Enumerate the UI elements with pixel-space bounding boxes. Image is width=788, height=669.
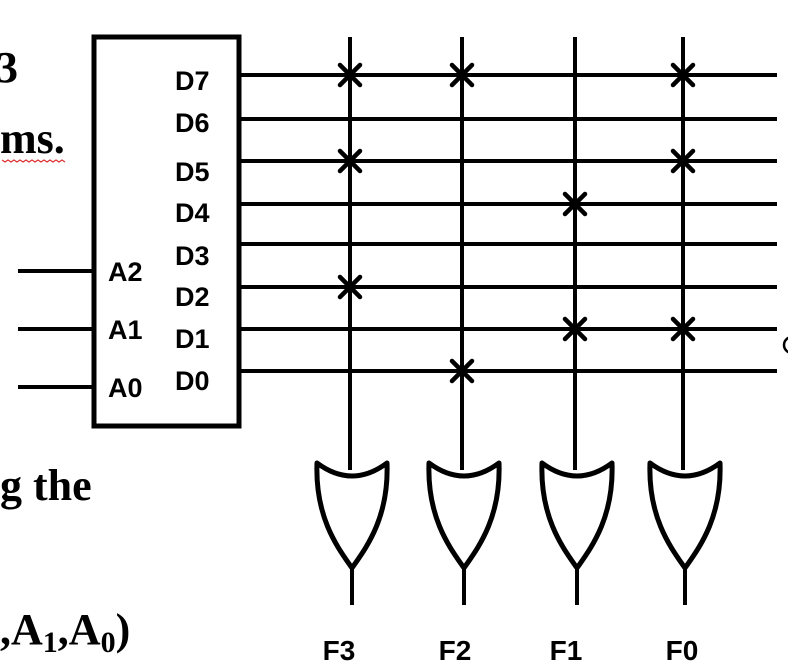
bg-text-fragment-4: ,A1,A0) xyxy=(0,605,130,659)
bg-text-fragment-1: 3 xyxy=(0,43,18,92)
cross-f3-d2 xyxy=(337,274,363,300)
input-label-a2: A2 xyxy=(108,257,143,287)
cross-f2-d0 xyxy=(449,358,475,384)
output-label-d1: D1 xyxy=(175,324,210,354)
or-gate-f1 xyxy=(539,460,615,571)
cross-f0-d5 xyxy=(670,148,696,174)
output-label-d0: D0 xyxy=(175,366,210,396)
cross-f0-d1 xyxy=(670,316,696,342)
bg-text-fragment-2: ms. xyxy=(0,114,65,163)
function-lines xyxy=(348,37,685,470)
function-label-f1: F1 xyxy=(550,635,583,666)
decoder-box xyxy=(91,34,242,429)
input-label-a0: A0 xyxy=(108,373,143,403)
spellcheck-squiggle xyxy=(1,159,66,163)
input-label-a1: A1 xyxy=(108,315,143,345)
cross-f2-d7 xyxy=(449,62,475,88)
output-label-d5: D5 xyxy=(175,157,210,187)
cross-f3-d5 xyxy=(337,148,363,174)
function-label-f0: F0 xyxy=(666,635,699,666)
output-label-d4: D4 xyxy=(175,198,210,228)
or-gate-f3 xyxy=(314,460,390,571)
output-label-d6: D6 xyxy=(175,108,210,138)
input-lines xyxy=(18,269,94,389)
cross-f3-d7 xyxy=(337,62,363,88)
or-gates xyxy=(314,460,723,605)
edge-fragment-glyph xyxy=(782,336,788,354)
cross-f1-d1 xyxy=(562,316,588,342)
output-lines xyxy=(239,73,777,373)
output-label-d7: D7 xyxy=(175,66,210,96)
output-label-d3: D3 xyxy=(175,241,210,271)
cross-f1-d4 xyxy=(562,191,588,217)
or-gate-f0 xyxy=(647,460,723,571)
or-gate-f2 xyxy=(426,460,502,571)
bg-text-fragment-3: g the xyxy=(0,461,92,510)
function-labels: F3 F2 F1 F0 xyxy=(323,635,699,666)
connection-marks xyxy=(337,62,696,384)
cross-f0-d7 xyxy=(670,62,696,88)
function-label-f2: F2 xyxy=(439,635,472,666)
function-label-f3: F3 xyxy=(323,635,356,666)
output-label-d2: D2 xyxy=(175,282,210,312)
